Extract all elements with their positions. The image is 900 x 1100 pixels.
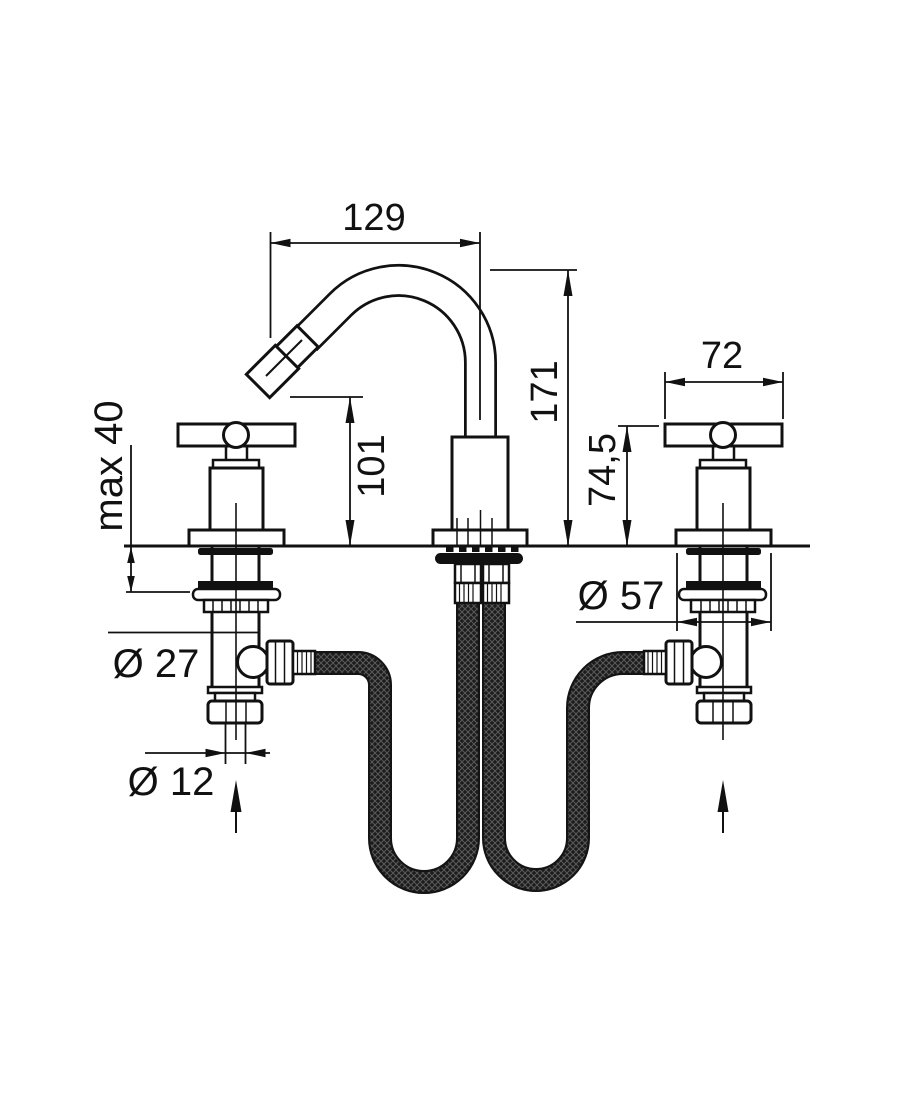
arrowhead-icon bbox=[622, 520, 632, 546]
right-handle-hub bbox=[709, 421, 737, 449]
arrowhead-icon bbox=[205, 748, 226, 758]
arrowhead-icon bbox=[345, 520, 355, 546]
center-hose-connection bbox=[435, 546, 523, 605]
dimension-74-5-handle-height bbox=[618, 425, 659, 546]
arrowhead-icon bbox=[563, 270, 573, 296]
aerator-centerline bbox=[265, 339, 303, 377]
right-elbow-ball bbox=[689, 645, 723, 679]
deck-serration bbox=[446, 546, 519, 552]
spout bbox=[244, 264, 529, 548]
flow-arrow-left-icon bbox=[230, 780, 242, 812]
left-hose-knurl-nut bbox=[291, 649, 317, 676]
spout-aerator-cap bbox=[244, 343, 301, 400]
left-hose bbox=[315, 601, 480, 894]
arrowhead-icon bbox=[751, 617, 771, 627]
dim-label-valve-body-diameter: Ø 27 bbox=[113, 642, 200, 686]
flow-arrow-right-icon bbox=[717, 780, 729, 812]
dim-label-inlet-diameter: Ø 12 bbox=[128, 760, 215, 804]
arrowhead-icon bbox=[245, 748, 266, 758]
dim-label-handle-height: 74,5 bbox=[582, 433, 624, 507]
arrowhead-icon bbox=[665, 377, 685, 387]
right-elbow-hex-union bbox=[664, 639, 694, 686]
arrowhead-icon bbox=[763, 377, 783, 387]
arrowhead-icon bbox=[270, 238, 291, 248]
dim-label-spout-reach: 129 bbox=[342, 197, 405, 239]
dim-label-spout-outlet-height: 101 bbox=[351, 434, 393, 497]
left-elbow-hex-union bbox=[265, 639, 295, 686]
dimension-72-handle-width bbox=[664, 372, 784, 419]
dimension-129-spout-reach bbox=[269, 232, 481, 420]
dimension-171-total-height bbox=[490, 269, 577, 546]
left-tail-nut bbox=[453, 562, 483, 585]
dim-label-escutcheon-diameter: Ø 57 bbox=[578, 574, 665, 618]
left-inlet-hex-nut bbox=[206, 699, 264, 725]
right-valve-assembly bbox=[642, 546, 768, 725]
dimension-12-inlet-diameter bbox=[145, 723, 270, 764]
left-handle-hub bbox=[222, 421, 250, 449]
dimension-101-spout-outlet-height bbox=[290, 396, 363, 546]
supply-hoses bbox=[315, 601, 646, 894]
left-valve-assembly bbox=[191, 546, 317, 725]
left-elbow-ball bbox=[236, 645, 270, 679]
arrowhead-icon bbox=[127, 547, 135, 563]
dim-label-max-deck-thickness: max 40 bbox=[87, 400, 131, 531]
arrowhead-icon bbox=[345, 397, 355, 423]
dim-label-handle-width: 72 bbox=[701, 335, 743, 377]
right-hose-knurl-nut bbox=[642, 649, 668, 676]
arrowhead-icon bbox=[677, 617, 697, 627]
arrowhead-icon bbox=[127, 576, 135, 592]
right-inlet-hex-nut bbox=[695, 699, 753, 725]
dimension-57-escutcheon-diameter bbox=[576, 553, 772, 631]
right-tail-nut bbox=[481, 562, 511, 585]
arrowhead-icon bbox=[460, 238, 480, 248]
dim-label-total-height: 171 bbox=[524, 360, 566, 423]
arrowhead-icon bbox=[563, 520, 573, 546]
flow-direction-arrows bbox=[230, 780, 729, 833]
under-deck-washer bbox=[435, 553, 523, 564]
spout-tube-fill bbox=[295, 266, 495, 438]
arrowhead-icon bbox=[622, 426, 632, 452]
dimension-max40-deck-thickness bbox=[126, 445, 190, 593]
